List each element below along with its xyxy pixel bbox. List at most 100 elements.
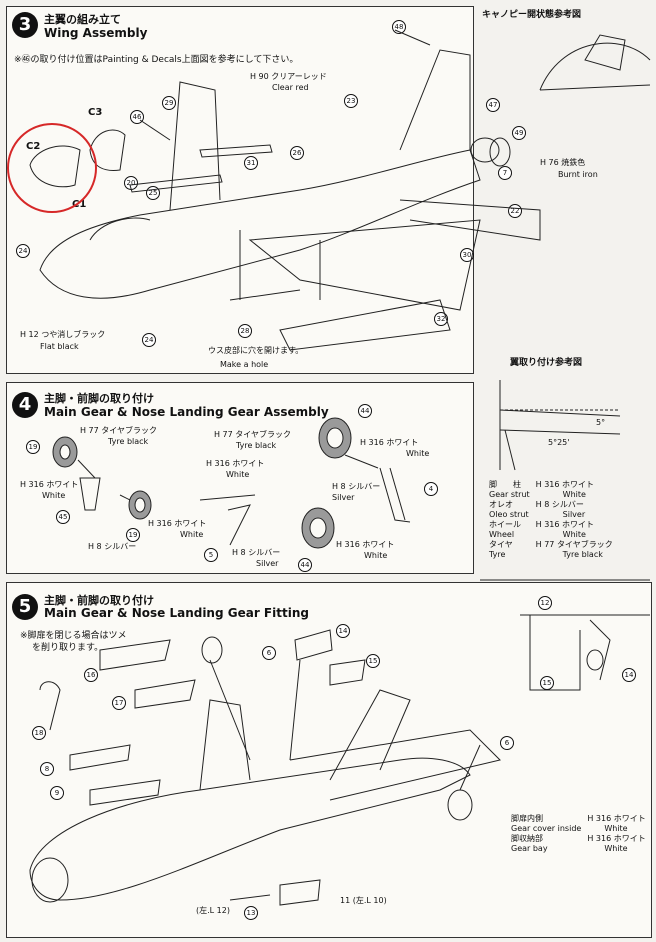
step4-title-en: Main Gear & Nose Landing Gear Assembly: [44, 405, 329, 419]
step5-note-1: ※脚扉を閉じる場合はツメ: [20, 631, 127, 641]
h316e-jp: H 316 ホワイト: [336, 540, 395, 549]
h8c-jp: H 8 シルバー: [232, 548, 281, 557]
step5-title-en: Main Gear & Nose Landing Gear Fitting: [44, 606, 309, 620]
step5-number: 5: [12, 594, 38, 620]
c3-label: C3: [88, 107, 103, 118]
part-15a: 15: [366, 654, 380, 668]
c1-label: C1: [72, 199, 87, 210]
part-24b: 24: [142, 333, 156, 347]
part-29: 29: [162, 96, 176, 110]
step5-title-jp: 主脚・前脚の取り付け: [44, 594, 154, 607]
h8c-en: Silver: [256, 559, 279, 568]
canopy-ref-sketch: [539, 34, 651, 91]
part-8: 8: [40, 762, 54, 776]
wing-angle-1: 5°: [596, 418, 606, 427]
h8a-en: Silver: [332, 493, 355, 502]
part-28: 28: [238, 324, 252, 338]
part-5: 5: [204, 548, 218, 562]
part-14b: 14: [622, 668, 636, 682]
part-13: 13: [244, 906, 258, 920]
step5-note-2: を削り取ります。: [32, 643, 104, 653]
part-9: 9: [50, 786, 64, 800]
part-14a: 14: [336, 624, 350, 638]
part-23: 23: [344, 94, 358, 108]
canopy-ref-title: キャノピー開状態参考図: [482, 10, 582, 20]
h90-jp-label: H 90 クリアーレッド: [250, 72, 327, 81]
part-45: 45: [56, 510, 70, 524]
part-49: 49: [512, 126, 526, 140]
part-19b: 19: [126, 528, 140, 542]
step4-title-jp: 主脚・前脚の取り付け: [44, 392, 154, 405]
h12-jp-label: H 12 つや消しブラック: [20, 330, 106, 339]
part-7: 7: [498, 166, 512, 180]
part-20: 20: [124, 176, 138, 190]
part-15b: 15: [540, 676, 554, 690]
wing-ref-title: 翼取り付け参考図: [510, 358, 583, 368]
h12-en-label: Flat black: [40, 342, 79, 351]
h77a-jp: H 77 タイヤブラック: [80, 426, 158, 435]
h77a-en: Tyre black: [108, 437, 149, 446]
part-17: 17: [112, 696, 126, 710]
step3-note: ※㊻の取り付け位置はPainting & Decals上面図を参考にして下さい。: [14, 55, 299, 65]
part-31: 31: [244, 156, 258, 170]
h316d-jp: H 316 ホワイト: [148, 519, 207, 528]
part-6b: 6: [500, 736, 514, 750]
part-47: 47: [486, 98, 500, 112]
part-48: 48: [392, 20, 406, 34]
h90-en-label: Clear red: [272, 83, 309, 92]
step5-right-label: 11 (左.L 10): [340, 896, 387, 905]
part-4: 4: [424, 482, 438, 496]
part-46: 46: [130, 110, 144, 124]
h77b-jp: H 77 タイヤブラック: [214, 430, 292, 439]
h316c-en: White: [42, 491, 66, 500]
part-25: 25: [146, 186, 160, 200]
part-44b: 44: [298, 558, 312, 572]
h76-jp-label: H 76 焼鉄色: [540, 158, 586, 167]
step3-title-jp: 主翼の組み立て: [44, 13, 121, 26]
part-22: 22: [508, 204, 522, 218]
h8b-jp: H 8 シルバー: [88, 542, 137, 551]
step4-number: 4: [12, 392, 38, 418]
h76-en-label: Burnt iron: [558, 170, 598, 179]
h316e-en: White: [364, 551, 388, 560]
part-24a: 24: [16, 244, 30, 258]
part-32: 32: [434, 312, 448, 326]
step3-title-en: Wing Assembly: [44, 26, 148, 40]
part-6a: 6: [262, 646, 276, 660]
h316b-en: White: [226, 470, 250, 479]
h316c-jp: H 316 ホワイト: [20, 480, 79, 489]
h77b-en: Tyre black: [236, 441, 277, 450]
part-44a: 44: [358, 404, 372, 418]
part-12: 12: [538, 596, 552, 610]
h8a-jp: H 8 シルバー: [332, 482, 381, 491]
step5-left-label: (左.L 12): [196, 906, 230, 915]
step3-number: 3: [12, 12, 38, 38]
part-30: 30: [460, 248, 474, 262]
h316b-jp: H 316 ホワイト: [206, 459, 265, 468]
c2-label: C2: [26, 141, 41, 152]
h316d-en: White: [180, 530, 204, 539]
part-19a: 19: [26, 440, 40, 454]
h316a-en: White: [406, 449, 430, 458]
hole-jp-label: ウス皮部に穴を開けます。: [208, 346, 304, 355]
hole-en-label: Make a hole: [220, 360, 269, 369]
part-16: 16: [84, 668, 98, 682]
wing-angle-2: 5°25': [548, 438, 570, 447]
engine-nozzle: [470, 137, 500, 163]
part-26: 26: [290, 146, 304, 160]
h316a-jp: H 316 ホワイト: [360, 438, 419, 447]
part-18: 18: [32, 726, 46, 740]
